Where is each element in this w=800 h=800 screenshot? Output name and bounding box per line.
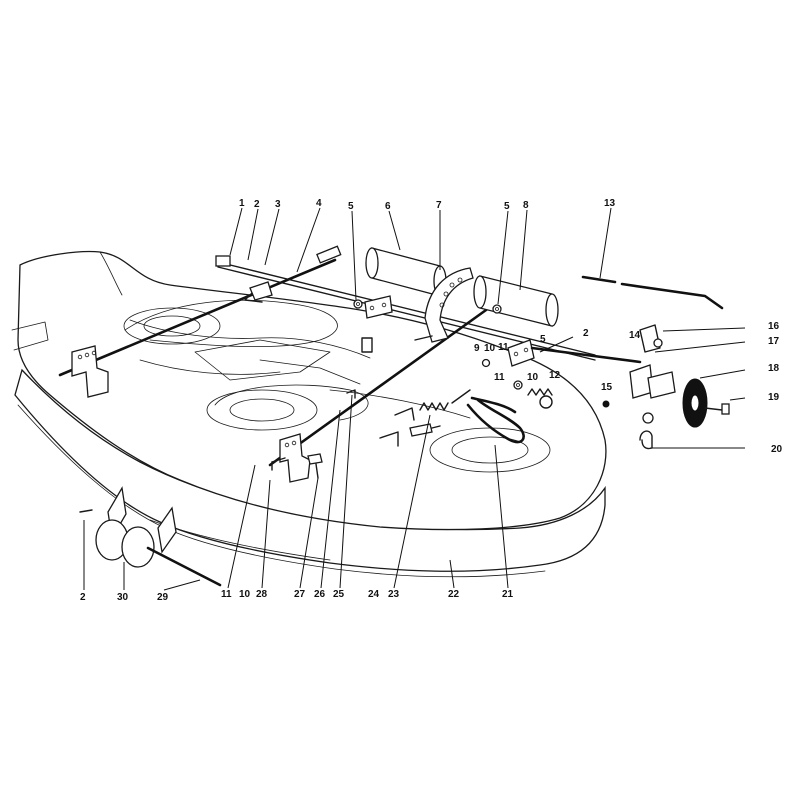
rear-mount-plate bbox=[364, 295, 393, 319]
part-label-28: 28 bbox=[256, 589, 268, 600]
nut bbox=[602, 400, 610, 408]
bolt bbox=[307, 453, 323, 479]
part-label-11: 11 bbox=[494, 372, 505, 383]
part-label-3: 3 bbox=[275, 199, 281, 210]
adjustment-rod bbox=[581, 275, 724, 310]
part-number-labels: 1 2 3 4 5 6 7 5 8 13 9 10 11 5 2 11 10 1… bbox=[80, 198, 783, 603]
part-label-2: 2 bbox=[583, 328, 589, 339]
left-rear-hanger-bracket bbox=[71, 345, 109, 398]
part-label-18: 18 bbox=[768, 363, 780, 374]
part-label-17: 17 bbox=[768, 336, 780, 347]
part-label-19: 19 bbox=[768, 392, 780, 403]
part-label-20: 20 bbox=[771, 444, 783, 455]
part-label-12: 12 bbox=[549, 370, 561, 381]
part-label-2: 2 bbox=[254, 199, 260, 210]
part-label-10: 10 bbox=[527, 372, 539, 383]
part-label-4: 4 bbox=[316, 198, 322, 209]
link-bracket bbox=[379, 407, 415, 447]
part-label-6: 6 bbox=[385, 201, 391, 212]
wheel-mount-plate bbox=[647, 371, 676, 399]
part-label-1: 1 bbox=[239, 198, 245, 209]
part-label-14: 14 bbox=[629, 330, 641, 341]
part-label-9: 9 bbox=[474, 343, 480, 354]
deck-clip bbox=[249, 281, 273, 301]
part-label-10: 10 bbox=[239, 589, 251, 600]
rear-roller bbox=[365, 247, 447, 297]
pin-clip bbox=[346, 389, 356, 399]
height-adjust-plate bbox=[414, 267, 474, 343]
part-label-22: 22 bbox=[448, 589, 460, 600]
part-label-16: 16 bbox=[768, 321, 780, 332]
washer bbox=[492, 304, 502, 314]
front-roller bbox=[473, 275, 559, 327]
front-hanger-bracket bbox=[271, 433, 311, 483]
deck-hanger-rod bbox=[215, 255, 596, 361]
part-label-23: 23 bbox=[388, 589, 400, 600]
v-belt bbox=[466, 396, 525, 444]
part-label-25: 25 bbox=[333, 589, 345, 600]
part-label-10: 10 bbox=[484, 343, 496, 354]
wheel-bracket bbox=[530, 324, 661, 399]
part-label-11: 11 bbox=[221, 589, 232, 600]
axle-bushing bbox=[642, 338, 663, 424]
part-label-5: 5 bbox=[504, 201, 510, 212]
part-label-8: 8 bbox=[523, 200, 529, 211]
front-mount-plate bbox=[507, 339, 535, 367]
part-label-5: 5 bbox=[540, 334, 546, 345]
gauge-wheel bbox=[682, 378, 708, 428]
washer bbox=[481, 358, 491, 368]
part-label-5: 5 bbox=[348, 201, 354, 212]
part-label-29: 29 bbox=[157, 592, 169, 603]
washer bbox=[353, 299, 363, 309]
part-label-15: 15 bbox=[601, 382, 613, 393]
leader-lines bbox=[83, 207, 746, 591]
cotter-pin bbox=[79, 509, 93, 513]
part-label-2: 2 bbox=[80, 592, 86, 603]
hairpin-clip bbox=[639, 430, 653, 450]
idler-spring bbox=[419, 389, 471, 411]
wheel-bolt bbox=[704, 403, 730, 415]
part-label-24: 24 bbox=[368, 589, 380, 600]
part-label-11: 11 bbox=[498, 342, 509, 353]
part-label-27: 27 bbox=[294, 589, 306, 600]
part-label-7: 7 bbox=[436, 200, 442, 211]
tension-spring bbox=[527, 388, 553, 409]
part-label-21: 21 bbox=[502, 589, 514, 600]
washer bbox=[513, 380, 523, 390]
part-label-13: 13 bbox=[604, 198, 616, 209]
roller-axle bbox=[146, 546, 222, 587]
front-anti-scalp-roller bbox=[95, 486, 177, 568]
part-label-30: 30 bbox=[117, 592, 129, 603]
part-label-26: 26 bbox=[314, 589, 326, 600]
